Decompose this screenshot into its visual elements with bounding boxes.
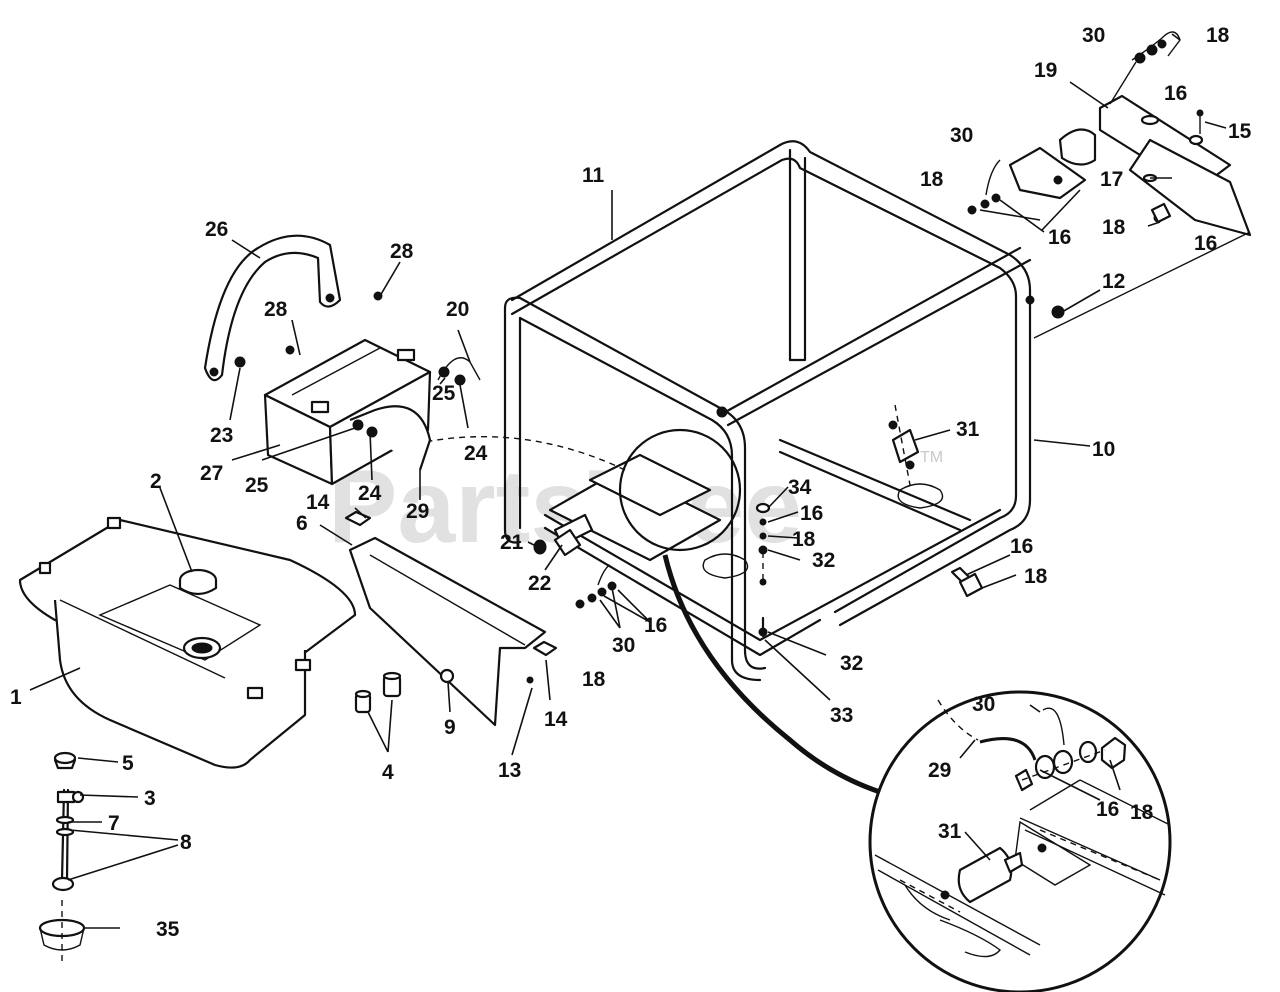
label-30-b: 30 bbox=[950, 124, 973, 147]
battery-tray-bracket bbox=[344, 510, 558, 727]
label-16-c: 16 bbox=[1194, 232, 1217, 255]
label-5: 5 bbox=[122, 752, 134, 775]
fuel-tank bbox=[18, 516, 357, 769]
label-10: 10 bbox=[1092, 438, 1115, 461]
leader-lines bbox=[29, 33, 1227, 929]
label-4: 4 bbox=[382, 761, 394, 784]
label-24-b: 24 bbox=[358, 482, 382, 505]
label-16-f: 16 bbox=[644, 614, 667, 637]
label-16-g: 16 bbox=[1096, 798, 1119, 821]
generator-frame bbox=[503, 140, 1035, 682]
control-panel-bracket bbox=[548, 453, 722, 562]
label-24-a: 24 bbox=[464, 442, 488, 465]
label-17: 17 bbox=[1100, 168, 1123, 191]
label-31-a: 31 bbox=[956, 418, 980, 441]
rubber-feet bbox=[354, 671, 402, 714]
label-9: 9 bbox=[444, 716, 456, 739]
label-16-e: 16 bbox=[1010, 535, 1033, 558]
label-29-a: 29 bbox=[406, 500, 429, 523]
label-28-b: 28 bbox=[264, 298, 288, 321]
label-19: 19 bbox=[1034, 59, 1057, 82]
label-2: 2 bbox=[150, 470, 162, 493]
label-3: 3 bbox=[144, 787, 156, 810]
label-27: 27 bbox=[200, 462, 223, 485]
label-18-b: 18 bbox=[920, 168, 944, 191]
label-31-b: 31 bbox=[938, 820, 962, 843]
label-25-a: 25 bbox=[432, 382, 456, 405]
label-8: 8 bbox=[180, 831, 192, 854]
detail-callout-circle bbox=[618, 428, 742, 552]
label-18-g: 18 bbox=[1130, 801, 1154, 824]
detail-connector bbox=[662, 554, 881, 795]
label-33: 33 bbox=[830, 704, 853, 727]
label-13: 13 bbox=[498, 759, 521, 782]
label-18-e: 18 bbox=[1024, 565, 1048, 588]
battery-cable bbox=[349, 405, 432, 471]
grommet-and-bracket bbox=[533, 528, 582, 557]
label-22: 22 bbox=[528, 572, 551, 595]
label-18-f: 18 bbox=[582, 668, 606, 691]
label-29-b: 29 bbox=[928, 759, 951, 782]
detail-inset bbox=[662, 554, 1172, 992]
label-32-a: 32 bbox=[812, 549, 835, 572]
label-11: 11 bbox=[582, 164, 605, 187]
receptacle-bracket bbox=[1098, 31, 1252, 237]
label-16-b: 16 bbox=[1048, 226, 1071, 249]
label-12: 12 bbox=[1102, 270, 1125, 293]
fuel-pickup-assembly bbox=[38, 751, 86, 962]
fuel-filter bbox=[888, 404, 920, 486]
dashed-reference-line bbox=[409, 435, 626, 471]
label-20: 20 bbox=[446, 298, 469, 321]
label-15: 15 bbox=[1228, 120, 1252, 143]
label-28-a: 28 bbox=[390, 240, 414, 263]
label-18-c: 18 bbox=[1102, 216, 1126, 239]
label-26: 26 bbox=[205, 218, 228, 241]
label-30-c: 30 bbox=[612, 634, 635, 657]
label-14-upper: 14 bbox=[306, 491, 330, 514]
circuit-breaker-bracket bbox=[967, 128, 1097, 221]
label-6: 6 bbox=[296, 512, 308, 535]
label-21: 21 bbox=[500, 531, 524, 554]
label-16-a: 16 bbox=[1164, 82, 1187, 105]
ground-hardware bbox=[575, 564, 617, 609]
label-18-d: 18 bbox=[792, 528, 816, 551]
label-34: 34 bbox=[788, 476, 812, 499]
label-16-d: 16 bbox=[800, 502, 823, 525]
part-labels: 1 2 3 4 5 6 7 8 9 10 11 12 13 14 14 15 1… bbox=[10, 24, 1252, 941]
isolator-hardware-stack bbox=[755, 502, 771, 638]
label-30-d: 30 bbox=[972, 693, 995, 716]
assembly-guide-line bbox=[1033, 231, 1251, 339]
hardware-screws bbox=[234, 291, 1065, 438]
watermark-trademark: TM bbox=[920, 449, 943, 466]
label-18-a: 18 bbox=[1206, 24, 1230, 47]
label-35: 35 bbox=[156, 918, 180, 941]
label-30-a: 30 bbox=[1082, 24, 1105, 47]
label-32-b: 32 bbox=[840, 652, 863, 675]
label-14-lower: 14 bbox=[544, 708, 568, 731]
label-7: 7 bbox=[108, 812, 120, 835]
label-23: 23 bbox=[210, 424, 233, 447]
battery-hold-down-strap bbox=[203, 234, 342, 382]
label-1: 1 bbox=[10, 686, 22, 709]
label-25-b: 25 bbox=[245, 474, 269, 497]
